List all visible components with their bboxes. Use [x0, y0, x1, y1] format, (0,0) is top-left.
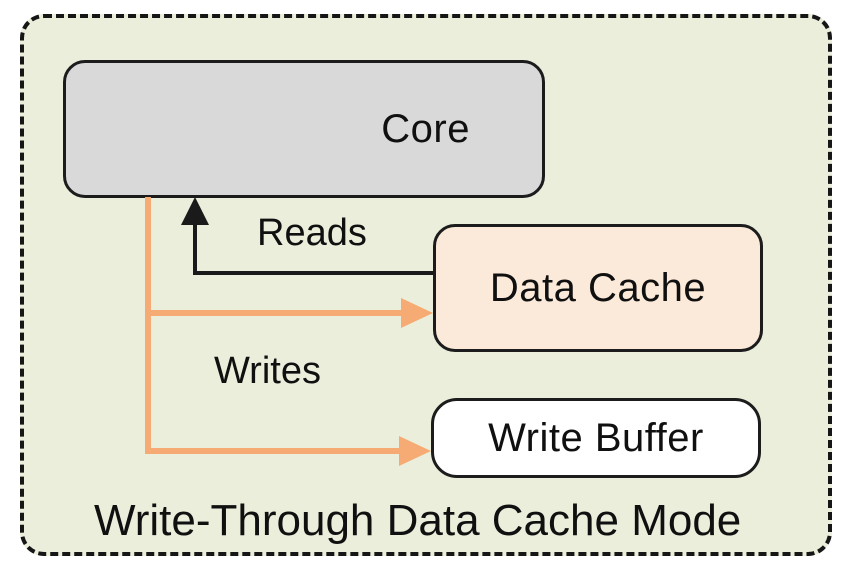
reads-label: Reads [257, 212, 367, 254]
node-write-buffer: Write Buffer [431, 398, 761, 478]
node-core: Core [63, 60, 545, 198]
writes-label: Writes [214, 350, 321, 392]
node-core-label: Core [381, 106, 470, 151]
node-write-buffer-label: Write Buffer [488, 415, 704, 460]
node-data-cache: Data Cache [433, 224, 763, 352]
node-data-cache-label: Data Cache [489, 265, 707, 310]
diagram-title: Write-Through Data Cache Mode [94, 496, 742, 545]
